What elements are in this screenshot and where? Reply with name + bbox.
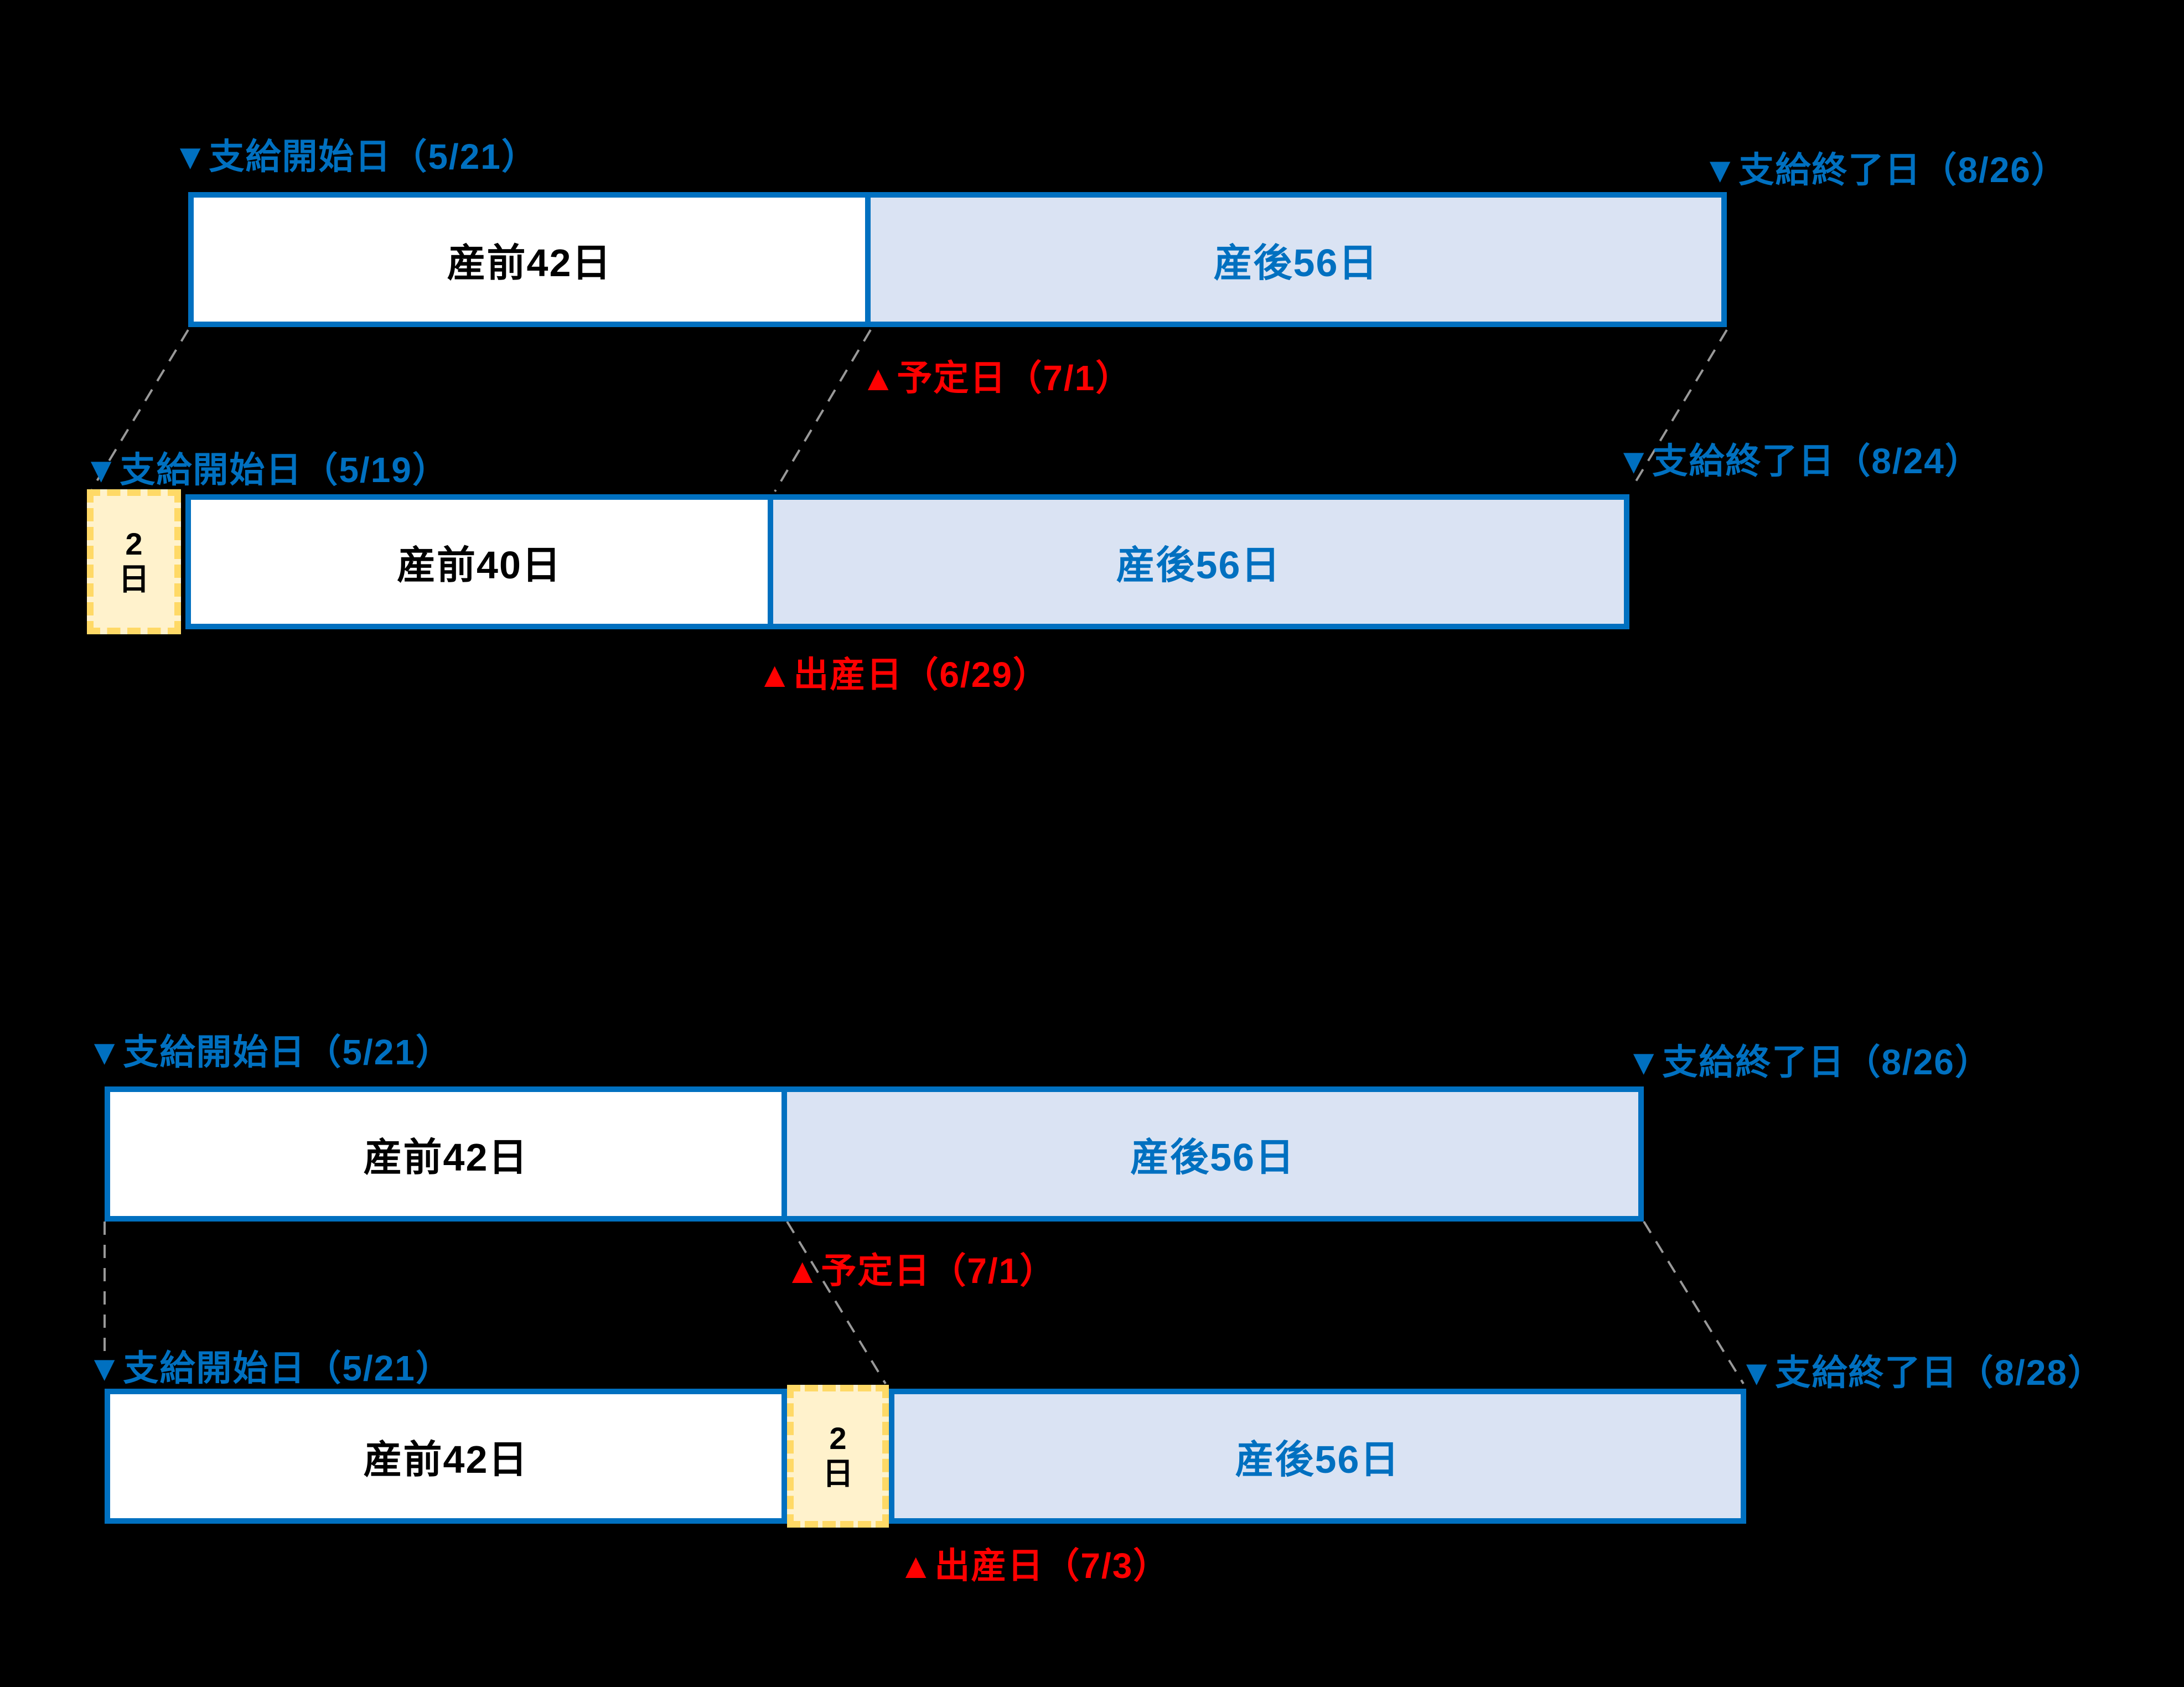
payment-start-label: ▼支給開始日（5/19） <box>84 450 449 490</box>
payment-start-label: ▼支給開始日（5/21） <box>87 1032 452 1072</box>
payment-start-label: ▼支給開始日（5/21） <box>173 137 538 177</box>
shift-days-box: 2日 <box>87 489 181 634</box>
prenatal-segment: 産前42日 <box>188 192 871 327</box>
connector-line <box>774 329 872 493</box>
payment-end-label: ▼支給終了日（8/26） <box>1626 1042 1991 1082</box>
postnatal-segment: 産後56日 <box>889 1389 1746 1524</box>
postnatal-segment: 産後56日 <box>787 1086 1644 1222</box>
connector-line <box>1630 329 1728 490</box>
birth-date-label: ▲出産日（6/29） <box>757 655 1049 695</box>
prenatal-segment: 産前42日 <box>105 1389 787 1524</box>
connector-line <box>786 1220 887 1385</box>
payment-end-label: ▼支給終了日（8/24） <box>1616 441 1981 481</box>
benefit-bar-actual: 産前40日 産後56日 <box>185 494 1629 629</box>
shift-days-text: 2日 <box>118 526 149 597</box>
prenatal-segment: 産前42日 <box>105 1086 787 1222</box>
payment-end-label: ▼支給終了日（8/26） <box>1702 150 2068 190</box>
postnatal-segment: 産後56日 <box>871 192 1727 327</box>
postnatal-segment: 産後56日 <box>773 494 1629 629</box>
prenatal-segment: 産前40日 <box>185 494 773 629</box>
due-date-label: ▲予定日（7/1） <box>861 358 1132 398</box>
due-date-label: ▲予定日（7/1） <box>785 1251 1057 1291</box>
payment-start-label: ▼支給開始日（5/21） <box>87 1348 452 1388</box>
connector-line <box>1643 1220 1745 1385</box>
benefit-bar-expected: 産前42日 産後56日 <box>188 192 1727 327</box>
shift-days-text: 2日 <box>822 1420 853 1491</box>
connector-line <box>91 329 189 490</box>
shift-days-box: 2日 <box>787 1385 889 1528</box>
birth-date-label: ▲出産日（7/3） <box>898 1546 1170 1586</box>
payment-end-label: ▼支給終了日（8/28） <box>1739 1353 2104 1393</box>
benefit-bar-expected: 産前42日 産後56日 <box>105 1086 1644 1222</box>
